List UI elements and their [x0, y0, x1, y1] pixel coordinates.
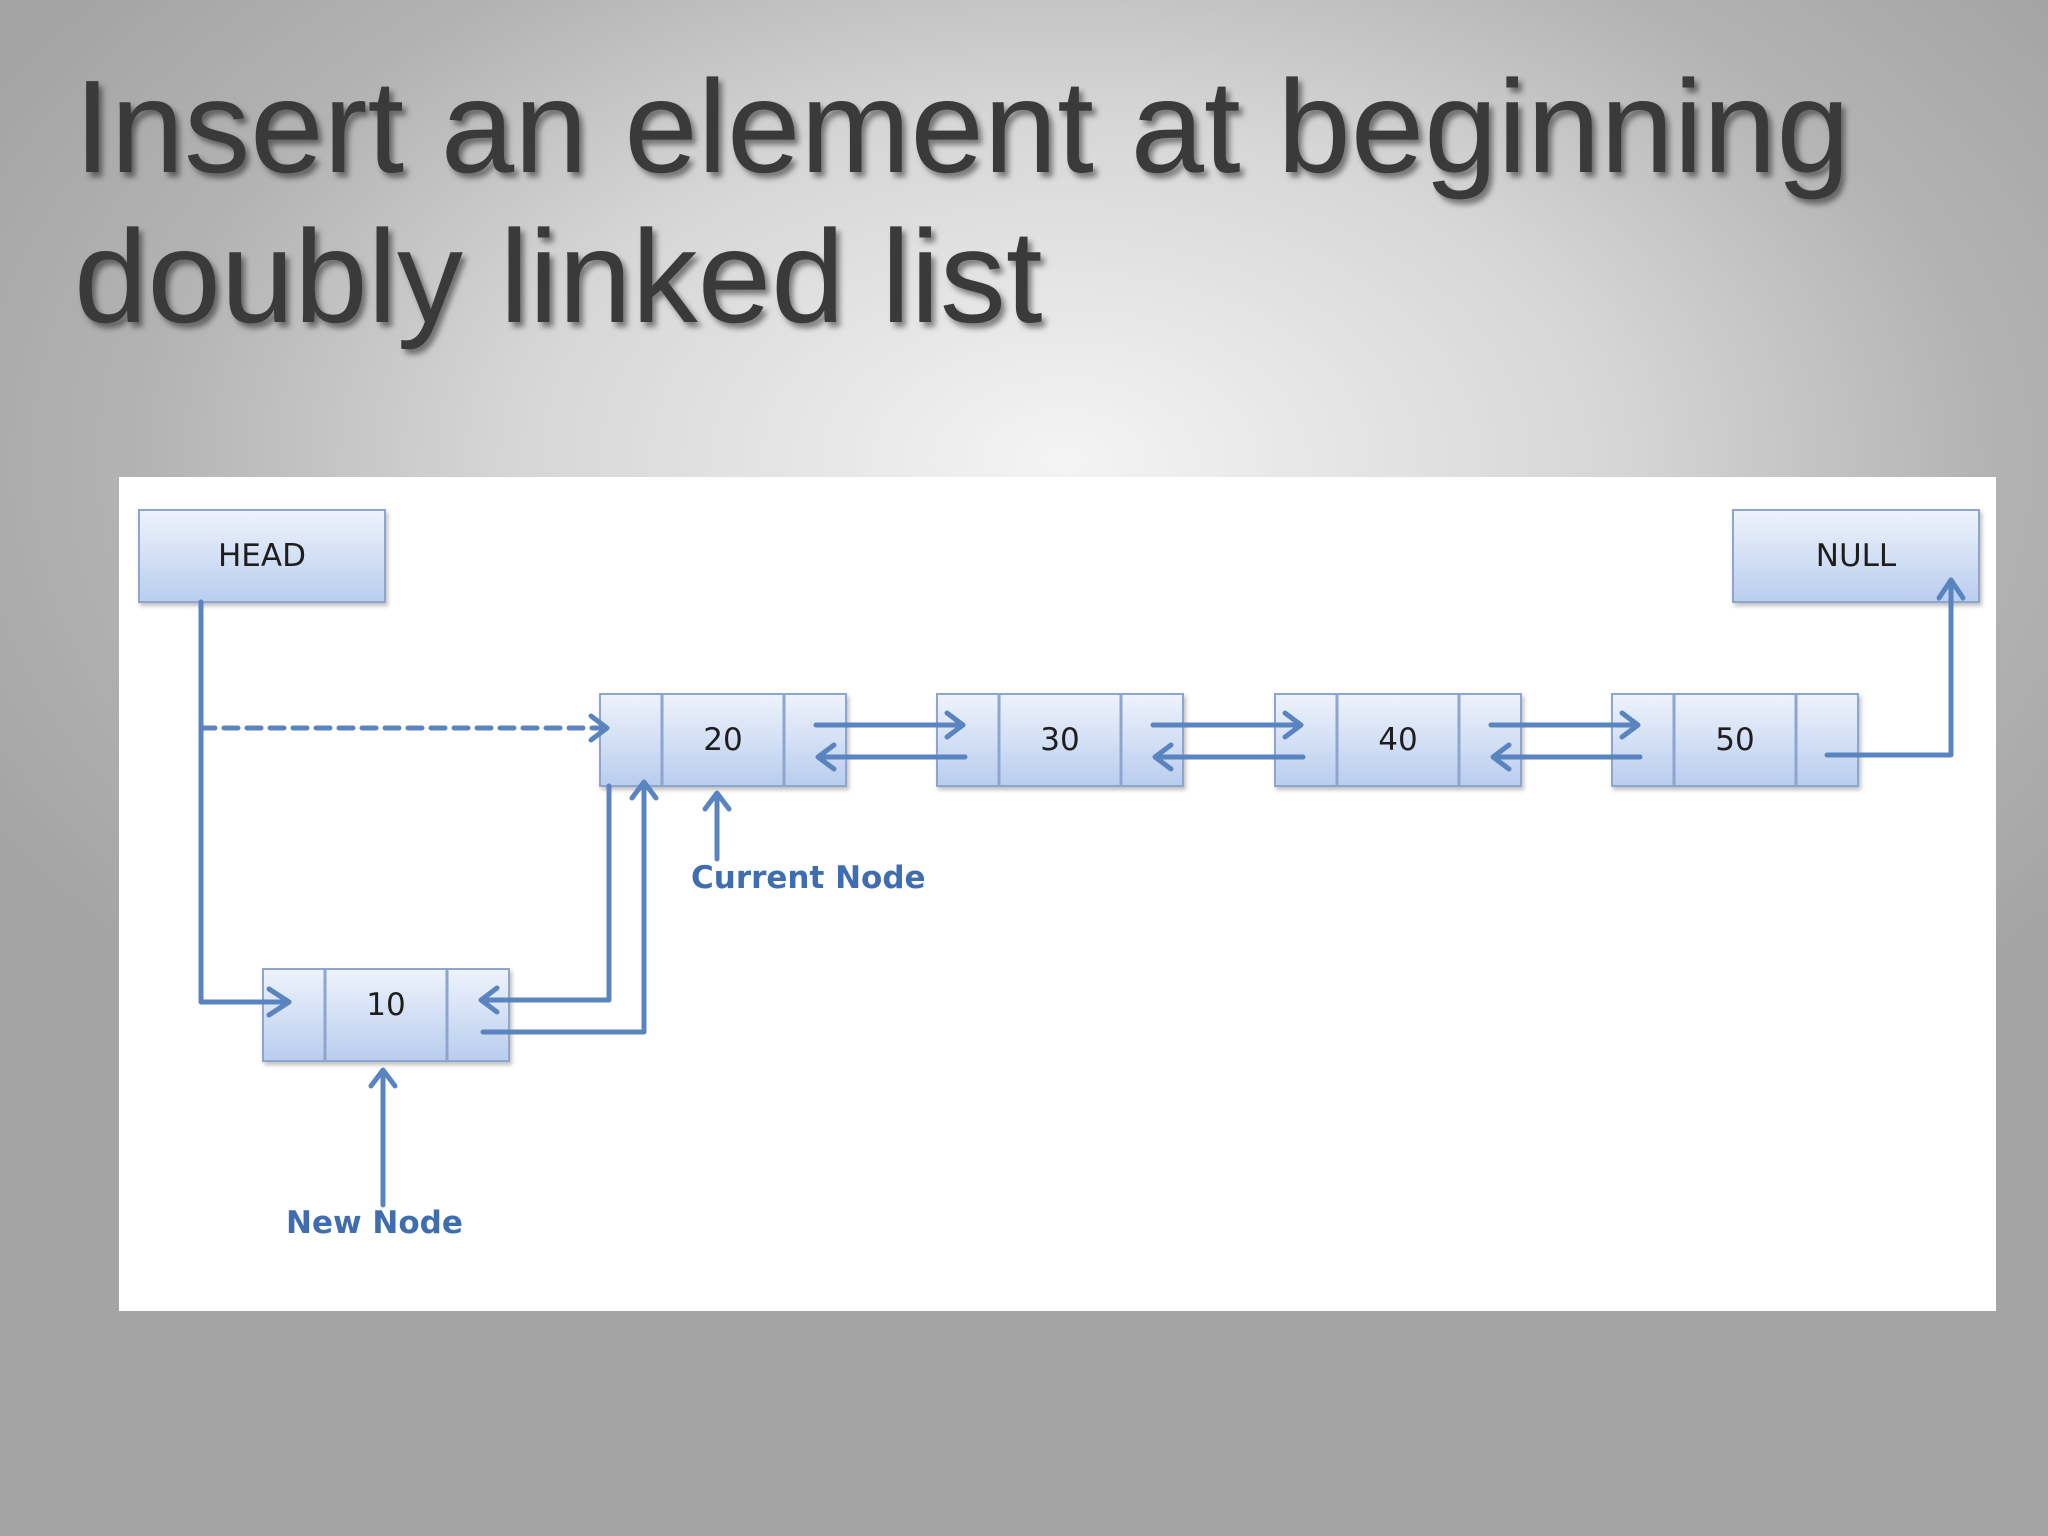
new-node-next-arrowhead	[629, 779, 659, 801]
null-box-rect	[1732, 509, 1980, 603]
node-50-value: 50	[1715, 722, 1754, 758]
node-50-rect	[1611, 693, 1859, 787]
node-40-to-node-30-arrowhead	[1152, 742, 1174, 772]
node-40-to-node-50-arrowhead	[1619, 710, 1641, 740]
node-30-value: 30	[1040, 722, 1079, 758]
current-prev-arrowhead	[478, 985, 500, 1015]
null-label: NULL	[1816, 538, 1897, 574]
node-30: 30	[936, 693, 1184, 787]
current-node-pointer-arrowhead	[702, 790, 732, 812]
node-10: 10	[262, 968, 510, 1062]
old-head-link-arrowhead	[588, 713, 610, 743]
node-40-value: 40	[1378, 722, 1417, 758]
new-node-next-to-current-arrow	[480, 781, 647, 1035]
new-node-pointer-arrowhead	[368, 1067, 398, 1089]
node-20-rect	[599, 693, 847, 787]
node-20-to-node-30-arrowhead	[944, 710, 966, 740]
node-30-rect	[936, 693, 1184, 787]
node-50: 50	[1611, 693, 1859, 787]
node-50-to-null-arrowhead	[1936, 577, 1966, 601]
diagram-panel: HEAD NULL 20 30 40	[119, 477, 1996, 1311]
node-50-to-null-arrow	[1824, 579, 1954, 758]
linked-list-diagram: HEAD NULL 20 30 40	[138, 509, 1980, 1241]
head-label: HEAD	[218, 538, 306, 574]
head-box-rect	[138, 509, 386, 603]
head-box: HEAD	[138, 509, 386, 603]
node-10-value: 10	[366, 987, 405, 1023]
head-to-new-node-arrowhead	[266, 986, 292, 1018]
node-30-to-node-40-arrowhead	[1282, 710, 1304, 740]
node-40-rect	[1274, 693, 1522, 787]
node-40: 40	[1274, 693, 1522, 787]
title-line-1: Insert an element at beginning	[74, 53, 1850, 200]
node-20: 20	[599, 693, 847, 787]
head-to-new-node-arrow	[198, 599, 288, 1005]
node-50-to-node-40-arrowhead	[1490, 742, 1512, 772]
slide-title: Insert an element at beginning doubly li…	[74, 52, 1974, 352]
null-box: NULL	[1732, 509, 1980, 603]
title-line-2: doubly linked list	[74, 203, 1043, 350]
node-20-value: 20	[703, 722, 742, 758]
new-node-label: New Node	[286, 1205, 463, 1241]
node-10-rect	[262, 968, 510, 1062]
current-node-label: Current Node	[691, 860, 926, 896]
current-prev-to-new-node-arrow	[480, 783, 612, 1003]
node-30-to-node-20-arrowhead	[815, 742, 837, 772]
